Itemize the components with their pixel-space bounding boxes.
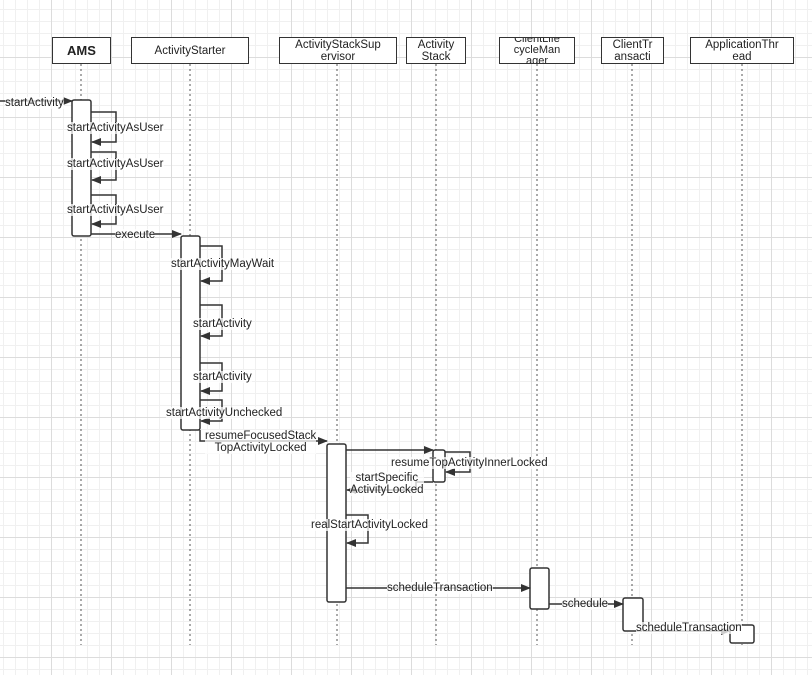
message-label-startactivityunchecked: startActivityUnchecked [166, 407, 283, 419]
message-label-schedule: schedule [562, 598, 609, 610]
message-label-startactivity-2: startActivity [193, 318, 252, 330]
lifeline-header-clienttransaction: ClientTr ansacti [601, 37, 664, 64]
message-label-startactivityasuser-3: startActivityAsUser [67, 204, 164, 216]
message-label-realstartactivitylocked: realStartActivityLocked [311, 519, 428, 531]
message-label-startspecificactivitylocked: startSpecific ActivityLocked [350, 472, 424, 496]
lifeline-header-applicationthread: ApplicationThr ead [690, 37, 794, 64]
message-label-startactivityasuser-1: startActivityAsUser [67, 122, 164, 134]
message-label-startactivitymaywait: startActivityMayWait [171, 258, 275, 270]
lifeline-header-ams: AMS [52, 37, 111, 64]
message-label-resumetopactivityinnerlocked: resumeTopActivityInnerLocked [391, 457, 548, 469]
message-label-scheduletransaction: scheduleTransaction [387, 582, 493, 594]
activation-clientlifecyclemanager [529, 567, 550, 610]
message-label-execute: execute [115, 229, 156, 241]
message-label-startactivityasuser-2: startActivityAsUser [67, 158, 164, 170]
message-label-startactivity: startActivity [5, 97, 64, 109]
lifeline-header-clientlifecyclemanager: ClientLife cycleMan ager [499, 37, 575, 64]
lifeline-header-activitystarter: ActivityStarter [131, 37, 249, 64]
message-label-resumefocusedstacktopactivitylocked: resumeFocusedStack TopActivityLocked [205, 430, 317, 454]
message-label-startactivity-3: startActivity [193, 371, 252, 383]
lifeline-header-activitystack: Activity Stack [406, 37, 466, 64]
lifeline-header-activitystacksupervisor: ActivityStackSup ervisor [279, 37, 397, 64]
message-label-scheduletransaction-2: scheduleTransaction [636, 622, 742, 634]
